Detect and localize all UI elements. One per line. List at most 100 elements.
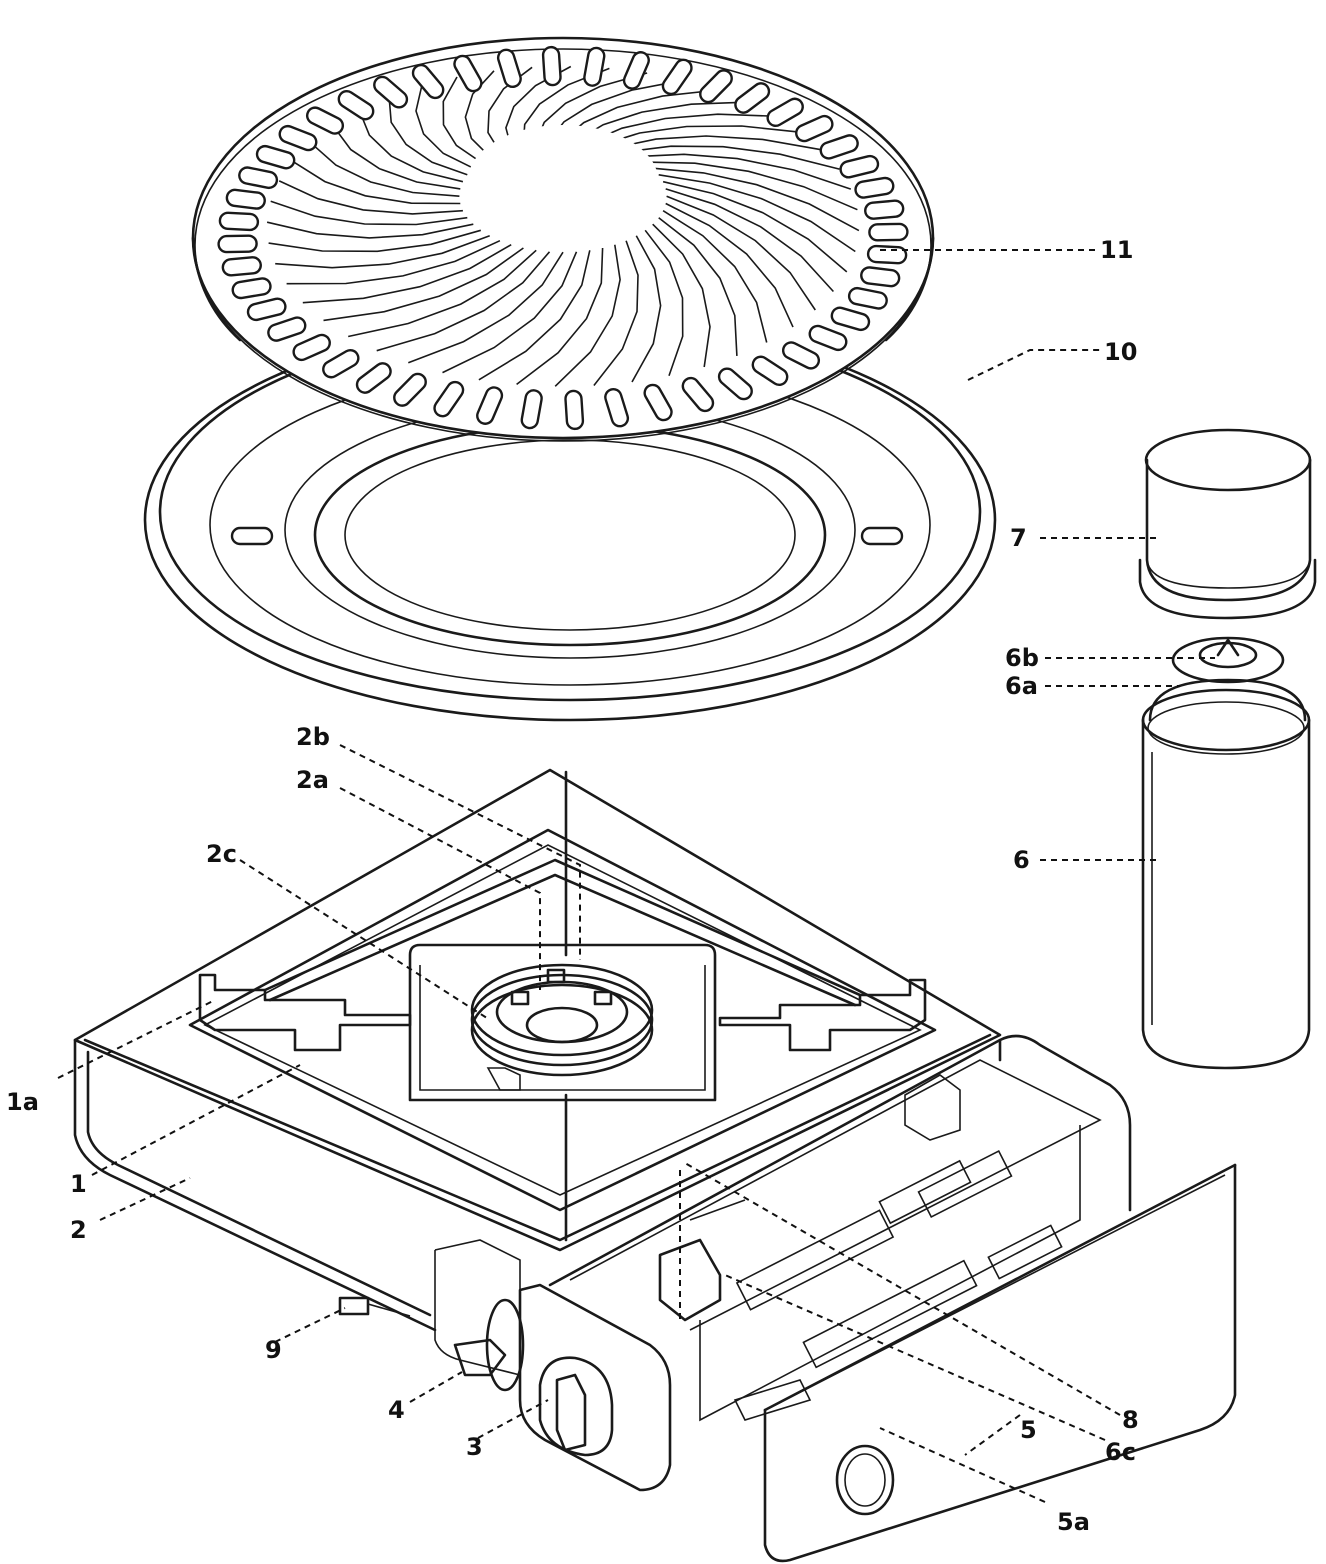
grill-slot <box>819 134 859 160</box>
grill-swirl-line <box>275 235 490 269</box>
grill-swirl-line <box>636 153 852 190</box>
grill-slot <box>781 341 821 370</box>
grill-slot <box>221 256 262 277</box>
grill-swirl-line <box>658 217 738 356</box>
grill-swirl-line <box>442 76 482 163</box>
grill-slot <box>795 114 834 143</box>
label-6c: 6c <box>1105 1438 1136 1466</box>
grill-swirl-line <box>652 167 860 232</box>
grill-slot <box>830 306 871 332</box>
tray-tab-right <box>860 526 904 546</box>
grill-slot <box>622 51 650 90</box>
grill-slot <box>322 348 360 379</box>
label-6a: 6a <box>1005 672 1038 700</box>
label-10: 10 <box>1104 338 1137 366</box>
grill-slot <box>393 372 427 407</box>
grill-swirl-line <box>652 223 711 368</box>
grill-swirl-line <box>323 247 524 322</box>
grill-swirl-line <box>602 125 803 146</box>
grill-slot <box>864 199 905 220</box>
ignition-knob <box>453 1298 525 1392</box>
label-2b: 2b <box>296 723 330 751</box>
grill-slot <box>868 222 909 242</box>
label-5a: 5a <box>1057 1508 1090 1536</box>
grill-swirl-line <box>268 229 482 253</box>
label-11: 11 <box>1100 236 1133 264</box>
grill-swirl-line <box>358 109 464 183</box>
grill-slot <box>255 144 296 170</box>
grill-slot <box>305 106 345 135</box>
grill-slot <box>751 355 789 387</box>
grill-slot <box>433 380 465 418</box>
grill-slot <box>541 45 562 87</box>
label-4: 4 <box>388 1396 405 1424</box>
grill-swirl-line <box>658 174 856 253</box>
grill-slot <box>231 277 272 300</box>
grill-swirl-line <box>348 249 537 338</box>
grill-swirl-line <box>665 188 834 293</box>
grill-swirl-line <box>310 142 460 197</box>
top-plate-outline <box>73 768 1002 1252</box>
stove-body <box>73 768 1237 1563</box>
grill-slot <box>839 154 880 179</box>
grill-swirl-line <box>478 250 591 381</box>
grill-plate <box>191 36 935 442</box>
grill-slot <box>411 63 445 100</box>
label-2a: 2a <box>296 766 329 794</box>
grill-slot <box>604 387 630 428</box>
gas-canister <box>1141 636 1311 1070</box>
label-5: 5 <box>1020 1416 1037 1444</box>
grill-swirl-line <box>516 247 604 386</box>
label-2: 2 <box>70 1216 87 1244</box>
label-2c: 2c <box>206 840 237 868</box>
grill-swirl-line <box>332 125 461 190</box>
grill-swirl-line <box>614 135 824 151</box>
canister-cap <box>1138 428 1317 620</box>
grill-slot <box>520 389 543 430</box>
grill-swirl-line <box>302 244 512 304</box>
grill-slot <box>808 324 848 352</box>
grill-slot <box>564 389 585 431</box>
grill-swirl-line <box>442 251 578 374</box>
grill-slot <box>854 176 895 199</box>
grill-swirl-line <box>631 235 662 383</box>
grill-slot <box>453 54 483 93</box>
burner <box>470 963 654 1077</box>
grill-swirl-line <box>270 200 468 226</box>
grill-slot <box>643 383 673 422</box>
grill-swirl-line <box>645 161 858 211</box>
grill-slot <box>218 211 260 232</box>
grill-swirl-line <box>278 180 463 215</box>
grill-slot <box>860 266 901 288</box>
grill-center <box>468 125 658 235</box>
grill-slot <box>373 75 409 109</box>
grill-swirl-line <box>388 96 468 176</box>
grill-swirl-line <box>665 202 794 328</box>
grill-slot <box>225 188 266 210</box>
grill-swirl-line <box>292 160 461 205</box>
grill-slot <box>267 316 307 342</box>
grill-swirl-line <box>415 85 474 169</box>
grill-slot <box>246 297 287 322</box>
leader-lines <box>57 249 1215 1503</box>
grill-swirl-line <box>266 221 474 239</box>
grill-swirl-lines <box>266 65 860 387</box>
label-3: 3 <box>466 1433 483 1461</box>
grill-swirl-line <box>644 229 684 377</box>
grill-slot <box>476 386 504 425</box>
label-6b: 6b <box>1005 644 1039 672</box>
grill-swirl-line <box>662 210 768 343</box>
grill-slot <box>699 69 733 104</box>
part-labels: 11 10 7 6b 6a 6 2b 2a 2c 1a 1 2 9 4 3 8 … <box>6 236 1139 1536</box>
compartment-hole <box>835 1444 895 1516</box>
side-lever <box>338 1296 411 1317</box>
grill-slot <box>866 244 908 265</box>
grill-slot <box>583 46 606 87</box>
grill-swirl-line <box>554 244 621 387</box>
grill-slot <box>681 376 715 413</box>
grill-swirl-line <box>408 251 564 364</box>
grill-slot <box>766 97 804 128</box>
grill-slot <box>847 286 888 310</box>
